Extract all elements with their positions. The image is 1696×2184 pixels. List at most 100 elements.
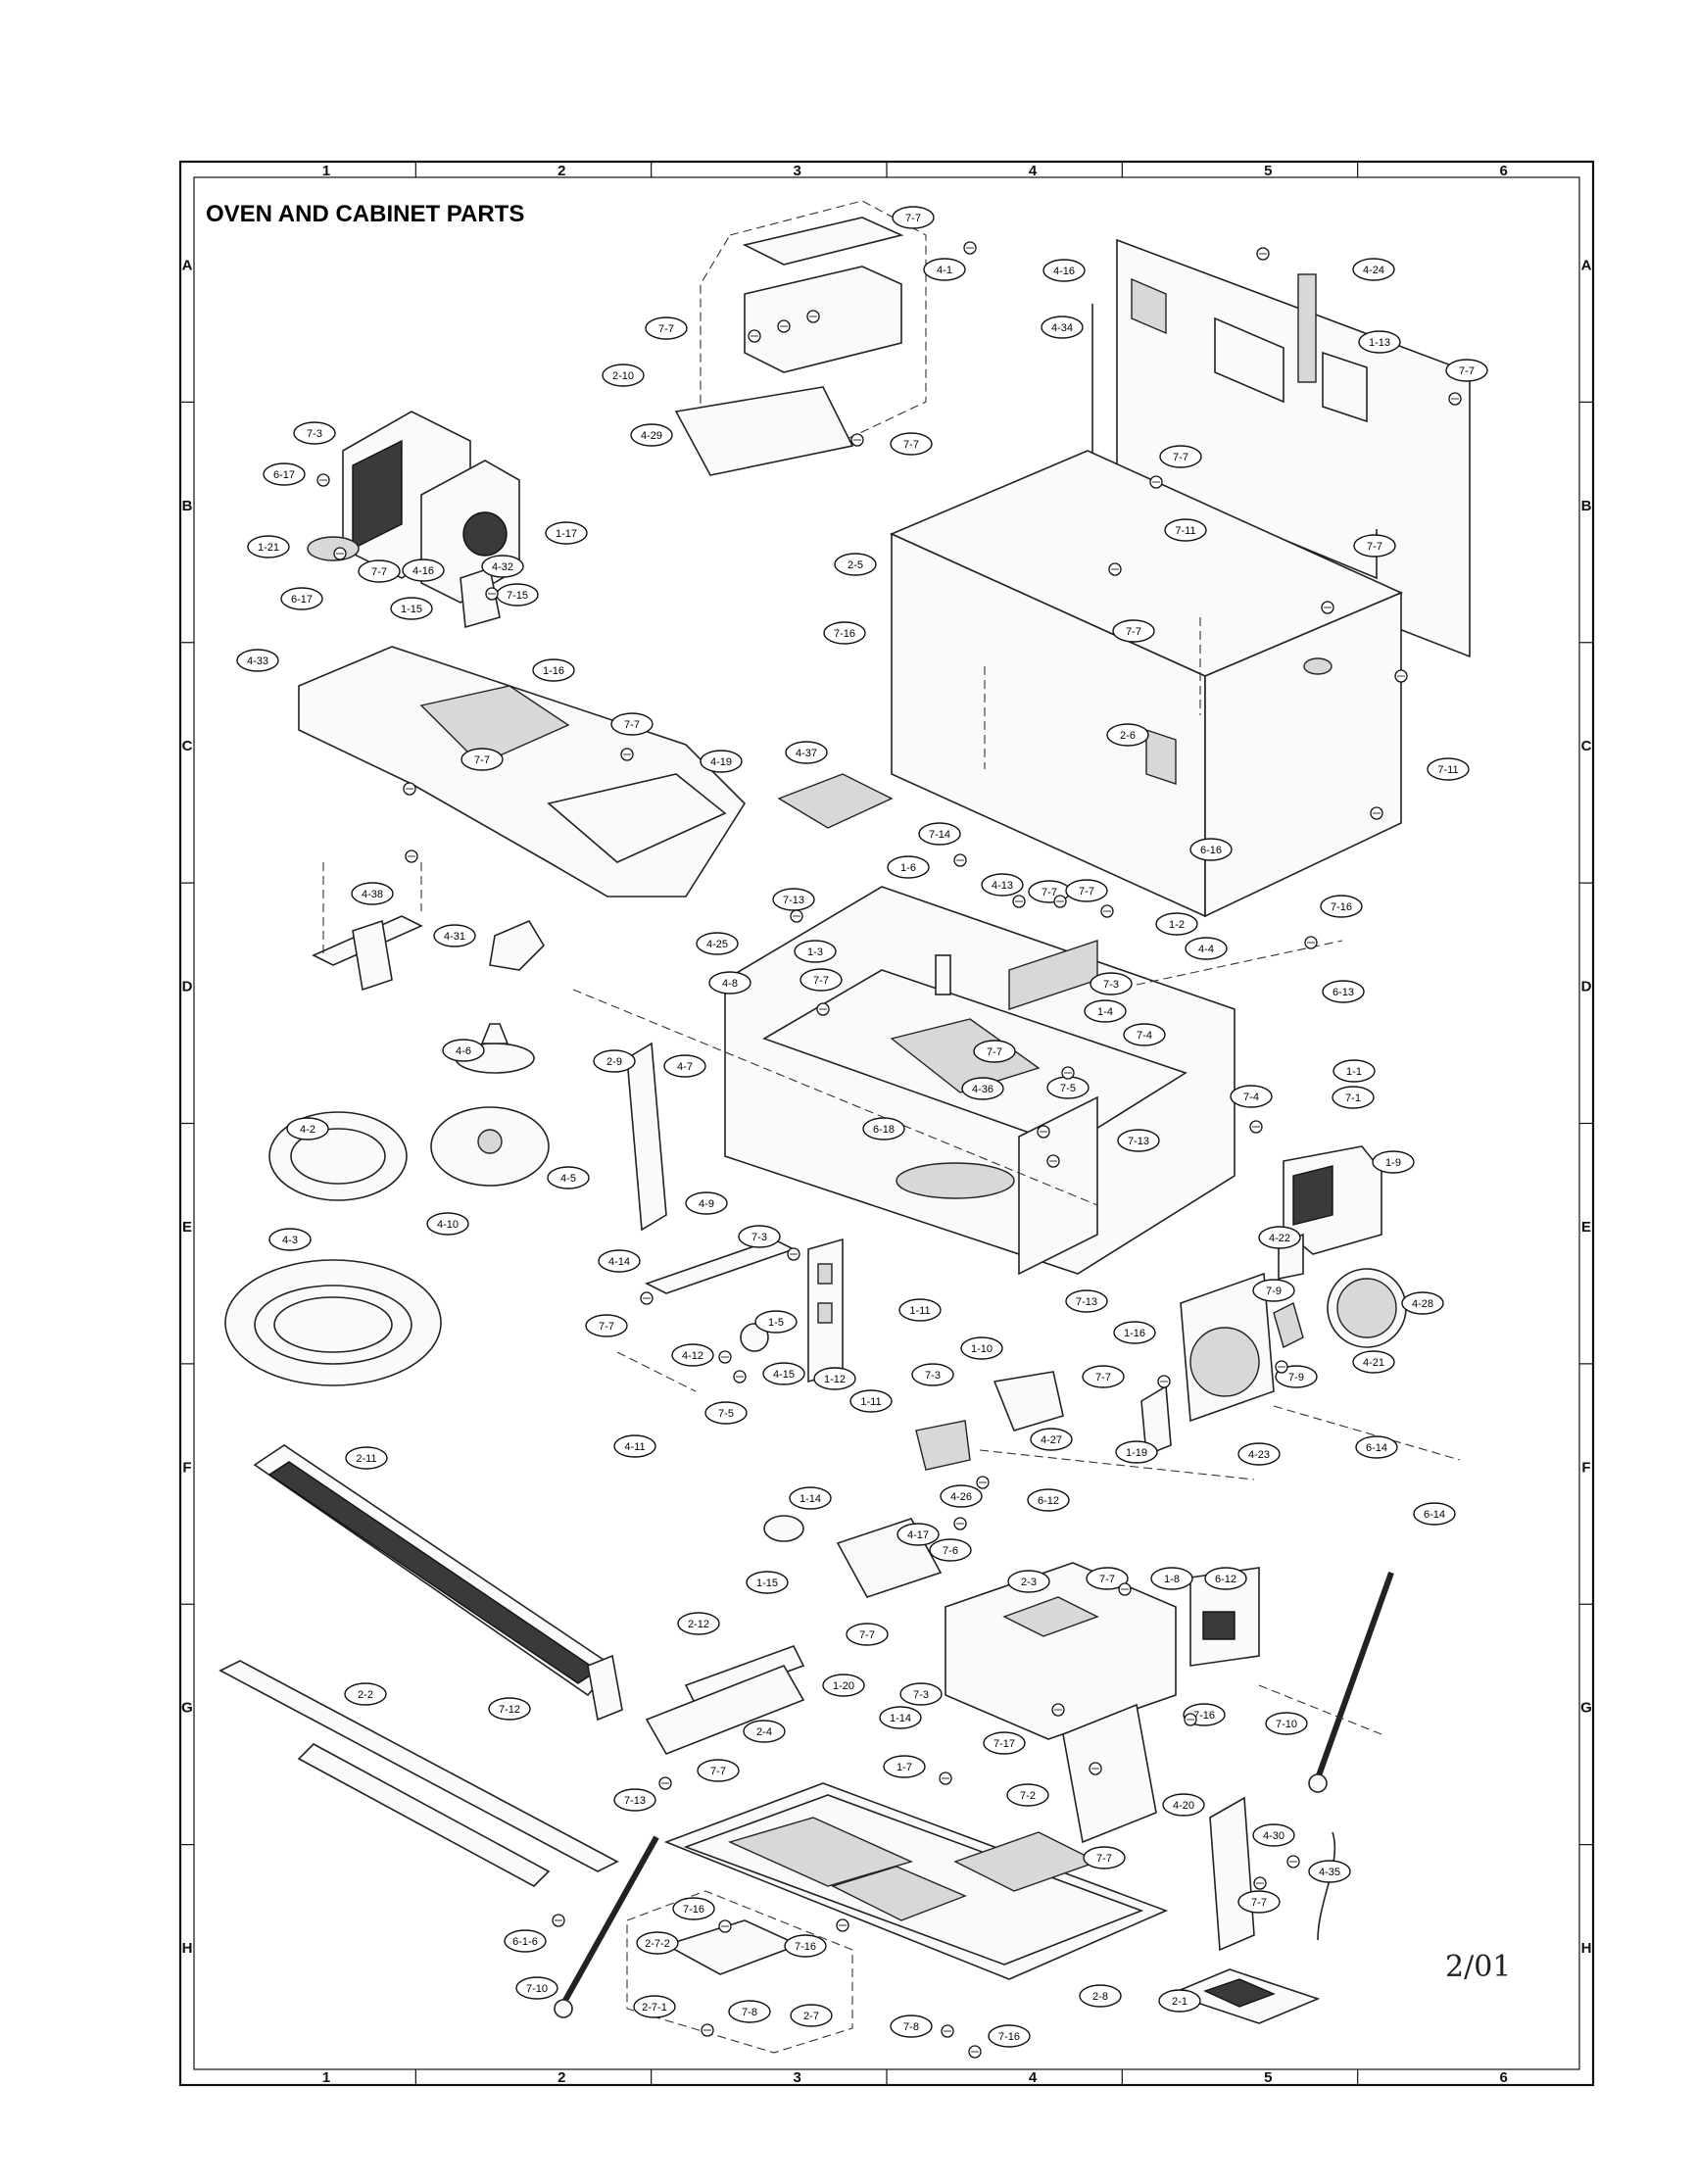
part-callout: 1-9: [1372, 1150, 1415, 1174]
part-callout: 7-9: [1252, 1279, 1295, 1302]
part-callout-label: 4-14: [608, 1256, 630, 1268]
part-callout-label: 4-2: [300, 1124, 315, 1136]
part-callout-label: 4-31: [444, 931, 465, 943]
part-callout-label: 4-5: [560, 1173, 576, 1185]
part-callout: 7-1: [1332, 1086, 1375, 1109]
electrical-base: [645, 1562, 1177, 1844]
part-callout: 4-3: [268, 1228, 312, 1251]
part-callout: 1-14: [879, 1706, 922, 1729]
part-callout-label: 7-6: [943, 1545, 958, 1557]
screw: [1089, 1762, 1102, 1775]
part-callout: 1-10: [960, 1336, 1003, 1360]
part-callout: 4-37: [785, 741, 828, 764]
part-callout: 7-13: [613, 1788, 656, 1812]
part-callout: 6-1-6: [504, 1929, 547, 1953]
part-callout: 1-14: [789, 1486, 832, 1510]
part-callout: 6-16: [1189, 838, 1233, 861]
part-callout: 4-23: [1237, 1442, 1281, 1466]
part-callout: 7-7: [846, 1623, 889, 1646]
part-callout: 7-5: [1046, 1076, 1090, 1099]
grid-column-bottom-label: 5: [1264, 2069, 1272, 2086]
part-callout: 2-5: [834, 553, 877, 576]
part-callout-label: 4-26: [950, 1491, 972, 1503]
part-callout-label: 1-7: [896, 1762, 912, 1773]
part-callout: 1-15: [746, 1571, 789, 1594]
part-callout: 1-13: [1358, 330, 1401, 354]
part-callout-label: 7-15: [507, 590, 528, 602]
part-callout-label: 7-13: [1076, 1296, 1097, 1308]
screw: [1394, 669, 1408, 683]
screw: [787, 1247, 800, 1261]
part-callout-label: 4-22: [1269, 1233, 1290, 1244]
grid-column-top-label: 5: [1264, 163, 1272, 179]
part-callout-label: 4-4: [1198, 944, 1214, 955]
part-callout-label: 4-12: [682, 1350, 703, 1362]
part-callout-label: 7-7: [371, 566, 387, 578]
part-callout-label: 2-9: [606, 1056, 622, 1068]
grid-column-top-label: 1: [322, 163, 330, 179]
part-callout-label: 2-2: [358, 1689, 373, 1701]
grid-column-top-label: 6: [1500, 163, 1508, 179]
screw: [1370, 806, 1383, 820]
screw: [1100, 904, 1114, 918]
part-callout-label: 4-29: [641, 430, 662, 442]
part-callout-label: 7-16: [1331, 901, 1352, 913]
grid-row-left-label: G: [181, 1700, 193, 1717]
part-callout: 1-2: [1155, 912, 1198, 936]
part-callout: 4-32: [481, 555, 524, 578]
part-callout: 6-18: [862, 1117, 905, 1141]
rating-label: [1168, 1968, 1321, 2024]
part-callout: 1-6: [887, 855, 930, 879]
parts-artwork: [218, 200, 1471, 2054]
part-callout-label: 7-13: [1128, 1136, 1149, 1147]
part-callout-label: 7-7: [1099, 1574, 1115, 1585]
fan-assembly: [1140, 1272, 1304, 1457]
part-callout-label: 6-12: [1038, 1495, 1059, 1507]
part-callout: 7-7: [585, 1314, 628, 1337]
part-callout-label: 6-14: [1424, 1509, 1445, 1521]
part-callout-label: 7-7: [1251, 1897, 1267, 1909]
part-callout: 7-16: [784, 1934, 827, 1958]
screw: [1184, 1713, 1197, 1726]
part-callout: 4-11: [613, 1434, 656, 1458]
part-callout-label: 4-7: [677, 1061, 693, 1073]
part-callout-label: 1-20: [833, 1680, 854, 1692]
part-callout: 1-20: [822, 1674, 865, 1697]
part-callout-label: 1-2: [1169, 919, 1185, 931]
door-trim: [218, 1660, 619, 1887]
part-callout: 7-7: [890, 432, 933, 456]
screw: [1321, 601, 1334, 614]
part-callout: 7-7: [610, 712, 654, 736]
outer-cabinet: [890, 450, 1403, 918]
part-callout: 7-7: [1065, 879, 1108, 902]
part-callout: 4-9: [685, 1191, 728, 1215]
part-callout-label: 2-7-1: [642, 2002, 667, 2014]
part-callout: 7-3: [911, 1363, 954, 1386]
part-callout: 2-1: [1158, 1989, 1201, 2013]
screw: [733, 1370, 747, 1383]
part-callout-label: 1-15: [756, 1577, 778, 1589]
part-callout: 7-3: [1090, 972, 1133, 995]
part-callout-label: 6-18: [873, 1124, 895, 1136]
part-callout: 7-7: [800, 968, 843, 992]
side-bracket: [1209, 1796, 1255, 1952]
part-callout: 7-11: [1427, 757, 1470, 781]
part-callout: 7-16: [1320, 895, 1363, 918]
part-callout: 6-12: [1027, 1488, 1070, 1512]
part-callout-label: 7-3: [751, 1232, 767, 1243]
screw: [1253, 1876, 1267, 1890]
part-callout-label: 7-16: [998, 2031, 1020, 2043]
air-duct: [298, 566, 747, 898]
part-callout-label: 7-7: [710, 1766, 726, 1777]
part-callout: 7-3: [293, 421, 336, 445]
part-callout: 2-7-1: [633, 1995, 676, 2018]
part-callout-label: 4-34: [1051, 322, 1073, 334]
part-callout-label: 4-15: [773, 1369, 795, 1381]
part-callout-label: 7-3: [913, 1689, 929, 1701]
part-callout-label: 1-17: [556, 528, 577, 540]
grid-column-bottom-label: 4: [1029, 2069, 1038, 2086]
part-callout: 7-7: [697, 1759, 740, 1782]
part-callout-label: 1-4: [1097, 1006, 1113, 1018]
part-callout-label: 4-28: [1412, 1298, 1433, 1310]
